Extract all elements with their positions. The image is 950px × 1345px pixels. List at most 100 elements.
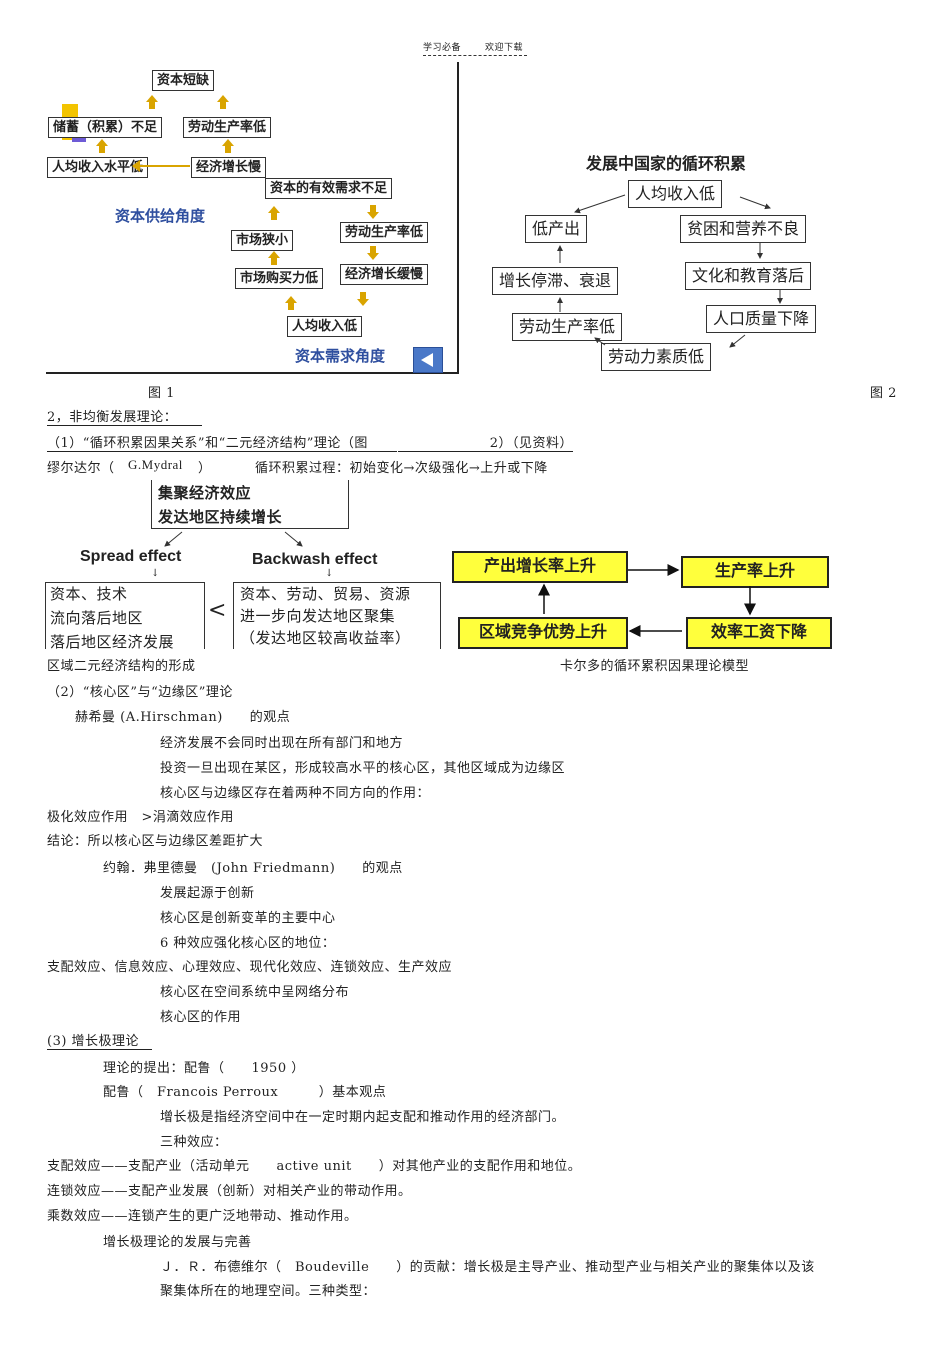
box-poverty: 贫困和营养不良 xyxy=(680,215,807,243)
box-savings: 储蓄（积累）不足 xyxy=(48,117,163,138)
fig3-left-box xyxy=(45,582,205,649)
fig4-caption: 卡尔多的循环累积因果理论模型 xyxy=(560,659,750,674)
box-pop-quality: 人口质量下降 xyxy=(706,305,817,333)
arrow-down-icon: ↓ xyxy=(325,568,334,579)
arrow-up-icon xyxy=(268,206,280,220)
box-culture: 文化和教育落后 xyxy=(685,262,812,290)
arrow-up-icon xyxy=(268,251,280,265)
arrow-down-icon xyxy=(367,246,379,260)
fig3-left3: 落后地区经济发展 xyxy=(50,633,175,651)
box-capital-short: 资本短缺 xyxy=(152,70,215,91)
yellow-box-output: 产出增长率上升 xyxy=(452,551,628,583)
section2-sub1b: 2）（见资料） xyxy=(398,432,573,452)
fig4-arrows xyxy=(538,564,756,637)
backwash-effect-label: Backwash effect xyxy=(252,551,378,568)
body-line: （2）“核心区”与“边缘区”理论 xyxy=(47,685,233,700)
box-demand: 资本的有效需求不足 xyxy=(265,178,393,199)
box-purchasing: 市场购买力低 xyxy=(235,268,324,289)
fig2-arrows xyxy=(557,194,783,348)
arrow-up-icon xyxy=(146,95,158,109)
arrow-up-icon xyxy=(285,296,297,310)
body-line: Ｊ．Ｒ．布德维尔（ Boudeville ）的贡献：增长极是主导产业、推动型产业… xyxy=(160,1260,815,1275)
body-line: 理论的提出：配鲁（ 1950 ） xyxy=(103,1061,305,1076)
fig3-right-box xyxy=(233,582,441,649)
fig3-left1: 资本、技术 xyxy=(50,585,128,603)
body-line: 配鲁（ Francois Perroux ）基本观点 xyxy=(103,1085,387,1100)
box-income: 人均收入低 xyxy=(628,180,723,208)
body-line: 结论：所以核心区与边缘区差距扩大 xyxy=(47,834,264,849)
box-income-low-2: 人均收入低 xyxy=(287,316,363,337)
spread-effect-label: Spread effect xyxy=(80,548,182,565)
fig1-caption: 图 1 xyxy=(148,386,175,401)
fig2-caption: 图 2 xyxy=(870,386,897,401)
myrdal-c: ） xyxy=(198,461,212,476)
fig3-top2: 发达地区持续增长 xyxy=(158,508,283,526)
box-labor-prod: 劳动生产率低 xyxy=(183,117,272,138)
fig1-bottom-border xyxy=(46,372,459,374)
body-line: 核心区的作用 xyxy=(160,1010,242,1025)
body-line: 约翰．弗里德曼 (John Friedmann) 的观点 xyxy=(103,861,403,876)
fig3-left2: 流向落后地区 xyxy=(50,609,144,627)
fig3-right3: （发达地区较高收益率） xyxy=(240,629,411,647)
box-low-output: 低产出 xyxy=(525,215,588,243)
header-divider xyxy=(423,55,527,56)
header-left: 学习必备 xyxy=(423,43,462,53)
fig2-title: 发展中国家的循环积累 xyxy=(586,154,747,173)
fig3-top1: 集聚经济效应 xyxy=(158,484,252,502)
box-labor-prod-fig2: 劳动生产率低 xyxy=(512,313,623,341)
label-supply: 资本供给角度 xyxy=(115,207,206,225)
body-line: 聚集体所在的地理空间。三种类型： xyxy=(160,1284,377,1299)
body-line: 三种效应： xyxy=(160,1135,228,1150)
myrdal-b: G.Mydral xyxy=(128,457,183,472)
arrow-down-icon xyxy=(367,205,379,219)
body-heading-growth-pole: (3) 增长极理论 xyxy=(47,1030,152,1050)
fig3-caption: 区域二元经济结构的形成 xyxy=(47,659,196,674)
box-income-low: 人均收入水平低 xyxy=(47,157,149,178)
arrow-left-icon xyxy=(132,160,140,172)
less-than-sign: < xyxy=(208,598,227,623)
arrow-down-icon: ↓ xyxy=(151,568,160,579)
yellow-box-advantage: 区域竞争优势上升 xyxy=(458,617,628,649)
header-right: 欢迎下载 xyxy=(485,43,524,53)
section2-heading: 2，非均衡发展理论： xyxy=(47,406,202,426)
fig3-split-arrows xyxy=(164,531,303,547)
body-line: 增长极是指经济空间中在一定时期内起支配和推动作用的经济部门。 xyxy=(160,1110,566,1125)
label-demand: 资本需求角度 xyxy=(295,347,386,365)
yellow-box-productivity: 生产率上升 xyxy=(681,556,829,588)
box-labor-quality: 劳动力素质低 xyxy=(601,343,712,371)
body-line: 核心区是创新变革的主要中心 xyxy=(160,911,336,926)
body-line: 6 种效应强化核心区的地位： xyxy=(160,936,336,951)
fig1-right-border xyxy=(457,62,459,374)
myrdal-d: 循环积累过程：初始变化→次级强化→上升或下降 xyxy=(255,461,548,476)
arrow-down-icon xyxy=(357,292,369,306)
body-line: 核心区与边缘区存在着两种不同方向的作用： xyxy=(160,786,431,801)
body-line: 核心区在空间系统中呈网络分布 xyxy=(160,985,350,1000)
box-growth-slow-2: 经济增长缓慢 xyxy=(340,264,429,285)
body-line: 支配效应、信息效应、心理效应、现代化效应、连锁效应、生产效应 xyxy=(47,960,453,975)
arrow-up-icon xyxy=(222,139,234,153)
fig3-right1: 资本、劳动、贸易、资源 xyxy=(240,585,411,603)
body-line: 极化效应作用 >涓滴效应作用 xyxy=(47,810,234,825)
arrow-left-shaft xyxy=(138,165,190,167)
body-line: 经济发展不会同时出现在所有部门和地方 xyxy=(160,736,404,751)
triangle-left-icon xyxy=(421,353,433,367)
yellow-box-wage: 效率工资下降 xyxy=(686,617,832,649)
myrdal-a: 缪尔达尔（ xyxy=(47,461,115,476)
arrow-up-icon xyxy=(217,95,229,109)
body-line: 连锁效应——支配产业发展（创新）对相关产业的带动作用。 xyxy=(47,1184,412,1199)
fig3-right2: 进一步向发达地区聚集 xyxy=(240,607,396,625)
arrow-up-icon xyxy=(96,139,108,153)
body-line: 赫希曼 (A.Hirschman) 的观点 xyxy=(75,710,291,725)
body-line: 支配效应——支配产业（活动单元 active unit ）对其他产业的支配作用和… xyxy=(47,1159,582,1174)
back-nav-button[interactable] xyxy=(413,347,443,373)
box-growth-slow: 经济增长慢 xyxy=(191,157,267,178)
body-line: 发展起源于创新 xyxy=(160,886,255,901)
box-market-narrow: 市场狭小 xyxy=(231,230,294,251)
body-line: 增长极理论的发展与完善 xyxy=(103,1235,252,1250)
body-line: 投资一旦出现在某区，形成较高水平的核心区，其他区域成为边缘区 xyxy=(160,761,566,776)
box-stagnation: 增长停滞、衰退 xyxy=(492,267,619,295)
body-line: 乘数效应——连锁产生的更广泛地带动、推动作用。 xyxy=(47,1209,358,1224)
section2-sub1: （1）“循环积累因果关系”和“二元经济结构”理论（图 xyxy=(47,432,397,452)
box-labor-prod-2: 劳动生产率低 xyxy=(340,222,429,243)
fig3-top-box xyxy=(151,480,349,529)
